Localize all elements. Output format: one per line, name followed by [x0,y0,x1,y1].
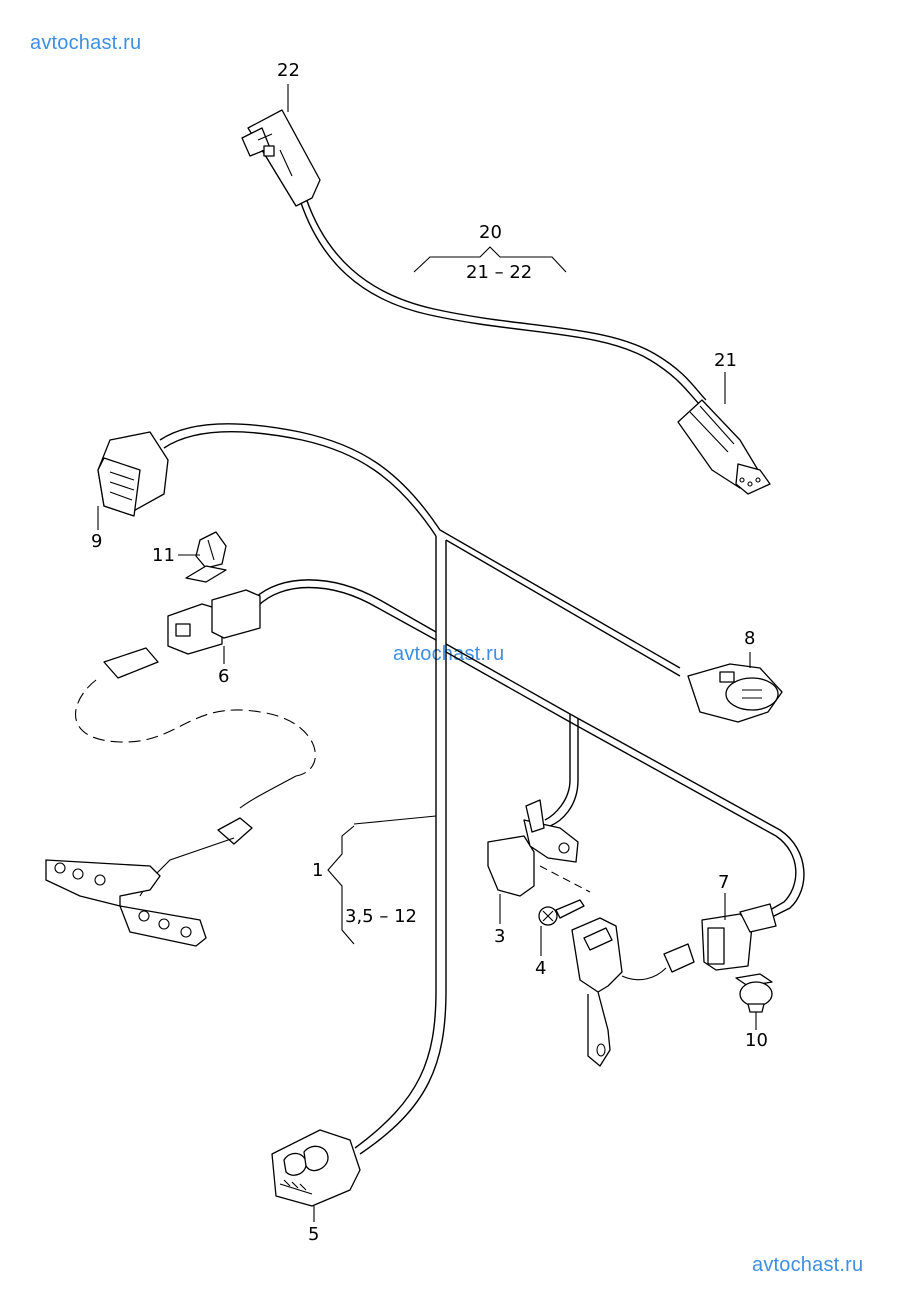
connector-5-icon[interactable] [271,1129,361,1207]
connector-8-icon[interactable] [687,663,783,723]
callout-10: 10 [745,1030,768,1051]
watermark-top-left: avtochast.ru [30,32,142,54]
connector-21-icon[interactable] [677,399,771,495]
callout-5: 5 [308,1224,319,1245]
leader-lines [97,84,757,1222]
wiring-set-20 [241,109,771,495]
connector-6-icon[interactable] [167,589,261,655]
seat-sensor-mat-icon[interactable] [45,647,316,947]
connector-7-icon[interactable] [701,903,777,971]
callout-7: 7 [718,872,729,893]
callout-9: 9 [91,531,102,552]
connector-9-icon[interactable] [97,431,169,517]
callout-21: 21 [714,350,737,371]
clip-11-icon[interactable] [185,531,227,583]
callout-8: 8 [744,628,755,649]
screw-4-icon[interactable] [538,899,585,926]
callout-3: 3 [494,926,505,947]
callout-22: 22 [277,60,300,81]
connector-22-icon[interactable] [241,109,321,207]
callout-1-range: 3,5 – 12 [345,906,417,927]
callout-labels: 22 20 21 – 22 21 9 11 6 8 1 3,5 – 12 3 4… [91,60,768,1245]
clip-10-icon[interactable] [735,973,773,1013]
callout-6: 6 [218,666,229,687]
callout-20-range: 21 – 22 [466,262,532,283]
watermark-bottom-right: avtochast.ru [752,1254,864,1276]
callout-4: 4 [535,958,546,979]
seat-belt-buckle-icon[interactable] [571,917,695,1067]
callout-20: 20 [479,222,502,243]
bracket-3-icon[interactable] [487,799,591,897]
main-harness-1 [159,423,805,1155]
callout-1: 1 [312,860,323,881]
callout-11: 11 [152,545,175,566]
